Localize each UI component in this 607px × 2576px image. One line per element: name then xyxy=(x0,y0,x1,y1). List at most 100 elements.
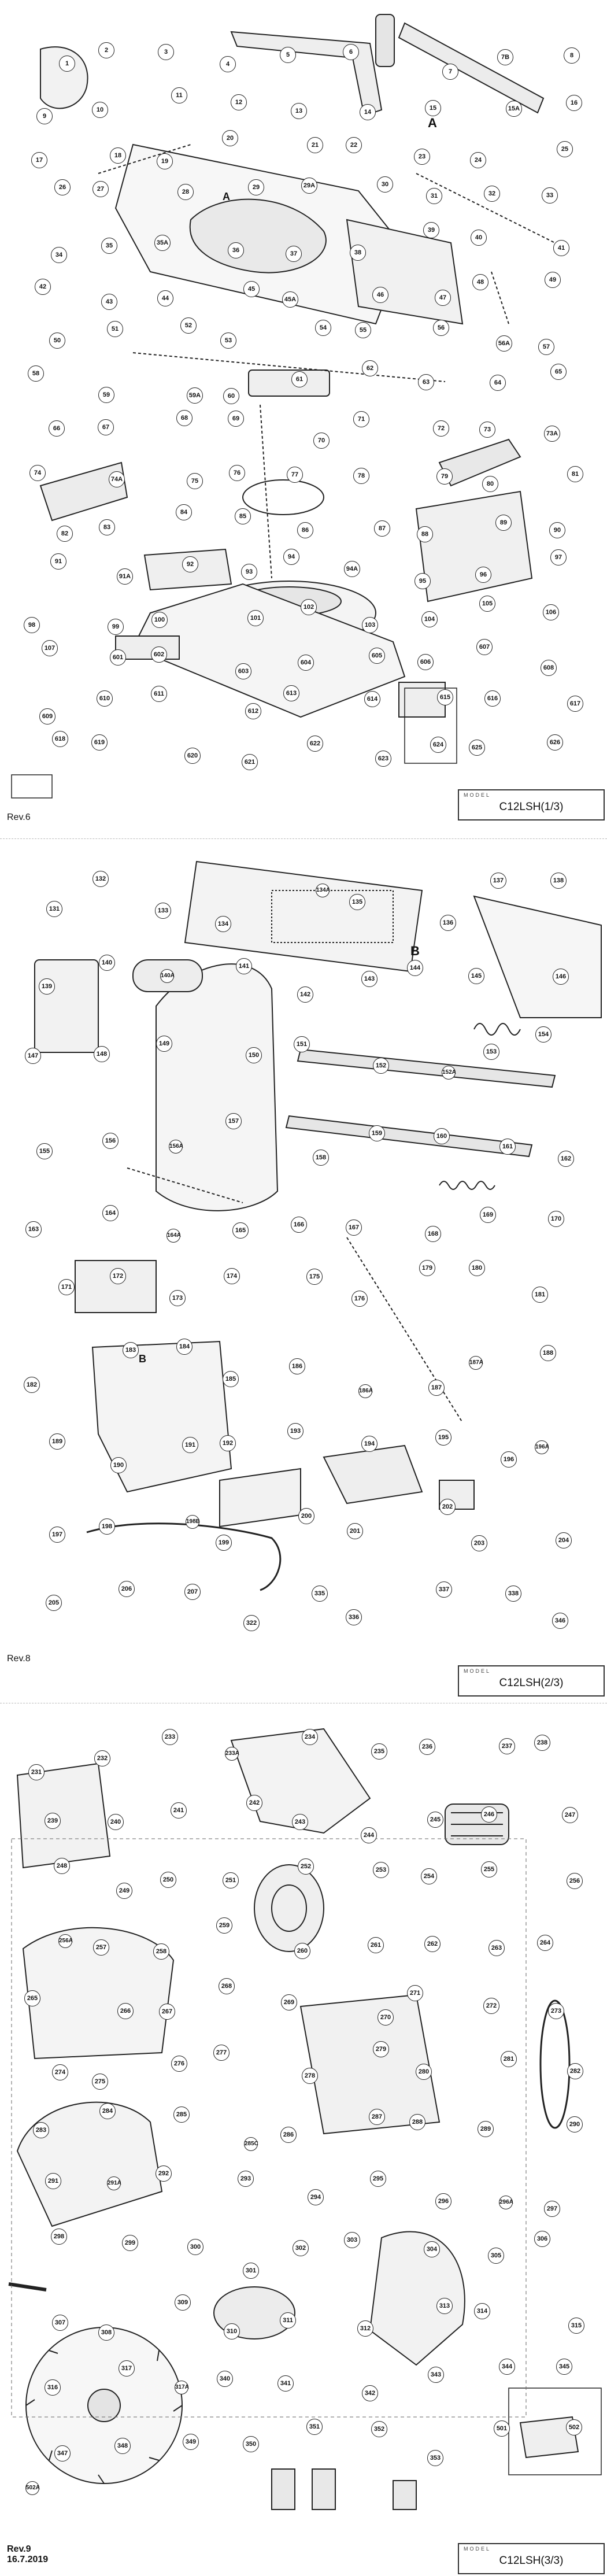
part-callout-200[interactable]: 200 xyxy=(298,1508,314,1524)
part-callout-15a[interactable]: 15A xyxy=(506,101,522,117)
part-callout-293[interactable]: 293 xyxy=(238,2171,254,2187)
part-callout-299[interactable]: 299 xyxy=(122,2235,138,2251)
part-callout-308[interactable]: 308 xyxy=(98,2324,114,2341)
part-callout-285[interactable]: 285 xyxy=(173,2106,190,2123)
part-callout-59a[interactable]: 59A xyxy=(187,387,203,404)
part-callout-20[interactable]: 20 xyxy=(222,130,238,146)
part-callout-502a[interactable]: 502A xyxy=(25,2481,40,2495)
part-callout-603[interactable]: 603 xyxy=(235,663,251,679)
part-callout-302[interactable]: 302 xyxy=(293,2240,309,2256)
part-callout-256[interactable]: 256 xyxy=(567,1873,583,1889)
part-callout-45[interactable]: 45 xyxy=(243,281,260,297)
part-callout-289[interactable]: 289 xyxy=(478,2121,494,2137)
part-callout-294[interactable]: 294 xyxy=(308,2189,324,2205)
part-callout-173[interactable]: 173 xyxy=(169,1290,186,1306)
part-callout-183[interactable]: 183 xyxy=(123,1342,139,1358)
part-callout-100[interactable]: 100 xyxy=(151,612,168,628)
part-callout-611[interactable]: 611 xyxy=(151,686,167,702)
part-callout-2[interactable]: 2 xyxy=(98,42,114,58)
part-callout-197[interactable]: 197 xyxy=(49,1527,65,1543)
part-callout-152[interactable]: 152 xyxy=(373,1058,389,1074)
part-callout-133[interactable]: 133 xyxy=(155,903,171,919)
part-callout-273[interactable]: 273 xyxy=(548,2003,564,2019)
part-callout-7b[interactable]: 7B xyxy=(497,49,513,65)
part-callout-60[interactable]: 60 xyxy=(223,388,239,404)
part-callout-276[interactable]: 276 xyxy=(171,2056,187,2072)
part-callout-137[interactable]: 137 xyxy=(490,873,506,889)
part-callout-623[interactable]: 623 xyxy=(375,751,391,767)
part-callout-501[interactable]: 501 xyxy=(494,2420,510,2437)
part-callout-233[interactable]: 233 xyxy=(162,1729,178,1745)
part-callout-345[interactable]: 345 xyxy=(556,2359,572,2375)
part-callout-40[interactable]: 40 xyxy=(471,230,487,246)
part-callout-309[interactable]: 309 xyxy=(175,2294,191,2311)
part-callout-348[interactable]: 348 xyxy=(114,2438,131,2454)
part-callout-136[interactable]: 136 xyxy=(440,915,456,931)
part-callout-79[interactable]: 79 xyxy=(436,468,453,485)
part-callout-158[interactable]: 158 xyxy=(313,1150,329,1166)
part-callout-64[interactable]: 64 xyxy=(490,375,506,391)
part-callout-175[interactable]: 175 xyxy=(306,1269,323,1285)
part-callout-97[interactable]: 97 xyxy=(550,549,567,566)
part-callout-243[interactable]: 243 xyxy=(292,1814,308,1830)
part-callout-27[interactable]: 27 xyxy=(92,181,109,197)
part-callout-166[interactable]: 166 xyxy=(291,1217,307,1233)
part-callout-239[interactable]: 239 xyxy=(45,1813,61,1829)
part-callout-290[interactable]: 290 xyxy=(567,2116,583,2133)
part-callout-502[interactable]: 502 xyxy=(566,2419,582,2435)
part-callout-253[interactable]: 253 xyxy=(373,1862,389,1878)
part-callout-621[interactable]: 621 xyxy=(242,754,258,770)
part-callout-53[interactable]: 53 xyxy=(220,332,236,349)
part-callout-152a[interactable]: 152A xyxy=(442,1066,456,1080)
part-callout-16[interactable]: 16 xyxy=(566,95,582,111)
part-callout-298[interactable]: 298 xyxy=(51,2228,67,2245)
part-callout-164a[interactable]: 164A xyxy=(166,1229,181,1243)
part-callout-608[interactable]: 608 xyxy=(541,660,557,676)
part-callout-617[interactable]: 617 xyxy=(567,696,583,712)
part-callout-346[interactable]: 346 xyxy=(552,1613,568,1629)
part-callout-618[interactable]: 618 xyxy=(52,731,68,747)
part-callout-250[interactable]: 250 xyxy=(160,1872,176,1888)
part-callout-196[interactable]: 196 xyxy=(501,1451,517,1468)
part-callout-199[interactable]: 199 xyxy=(216,1535,232,1551)
part-callout-317a[interactable]: 317A xyxy=(175,2381,189,2394)
part-callout-135[interactable]: 135 xyxy=(349,894,365,910)
part-callout-248[interactable]: 248 xyxy=(54,1858,70,1874)
part-callout-50[interactable]: 50 xyxy=(49,332,65,349)
part-callout-187[interactable]: 187 xyxy=(428,1380,445,1396)
part-callout-140[interactable]: 140 xyxy=(99,955,115,971)
part-callout-622[interactable]: 622 xyxy=(307,736,323,752)
part-callout-352[interactable]: 352 xyxy=(371,2421,387,2437)
part-callout-49[interactable]: 49 xyxy=(545,272,561,288)
part-callout-244[interactable]: 244 xyxy=(361,1827,377,1843)
part-callout-246[interactable]: 246 xyxy=(481,1806,497,1823)
part-callout-305[interactable]: 305 xyxy=(488,2248,504,2264)
part-callout-48[interactable]: 48 xyxy=(472,274,488,290)
part-callout-9[interactable]: 9 xyxy=(36,108,53,124)
part-callout-72[interactable]: 72 xyxy=(433,420,449,437)
part-callout-134a[interactable]: 134A xyxy=(316,884,330,897)
part-callout-205[interactable]: 205 xyxy=(46,1595,62,1611)
part-callout-195[interactable]: 195 xyxy=(435,1429,451,1446)
part-callout-201[interactable]: 201 xyxy=(347,1523,363,1539)
part-callout-186a[interactable]: 186A xyxy=(358,1384,373,1398)
part-callout-609[interactable]: 609 xyxy=(39,708,55,725)
part-callout-74a[interactable]: 74A xyxy=(109,471,125,487)
part-callout-277[interactable]: 277 xyxy=(213,2045,230,2061)
part-callout-274[interactable]: 274 xyxy=(52,2064,68,2080)
part-callout-605[interactable]: 605 xyxy=(369,648,385,664)
part-callout-278[interactable]: 278 xyxy=(302,2068,318,2084)
part-callout-619[interactable]: 619 xyxy=(91,734,108,751)
part-callout-154[interactable]: 154 xyxy=(535,1026,552,1043)
part-callout-616[interactable]: 616 xyxy=(484,690,501,707)
part-callout-139[interactable]: 139 xyxy=(39,978,55,995)
part-callout-76[interactable]: 76 xyxy=(229,465,245,481)
part-callout-5[interactable]: 5 xyxy=(280,47,296,63)
part-callout-141[interactable]: 141 xyxy=(236,958,252,974)
part-callout-288[interactable]: 288 xyxy=(409,2114,425,2130)
part-callout-626[interactable]: 626 xyxy=(547,734,563,751)
part-callout-198[interactable]: 198 xyxy=(99,1518,115,1535)
part-callout-297[interactable]: 297 xyxy=(544,2201,560,2217)
part-callout-340[interactable]: 340 xyxy=(217,2371,233,2387)
part-callout-198b[interactable]: 198B xyxy=(186,1515,200,1529)
